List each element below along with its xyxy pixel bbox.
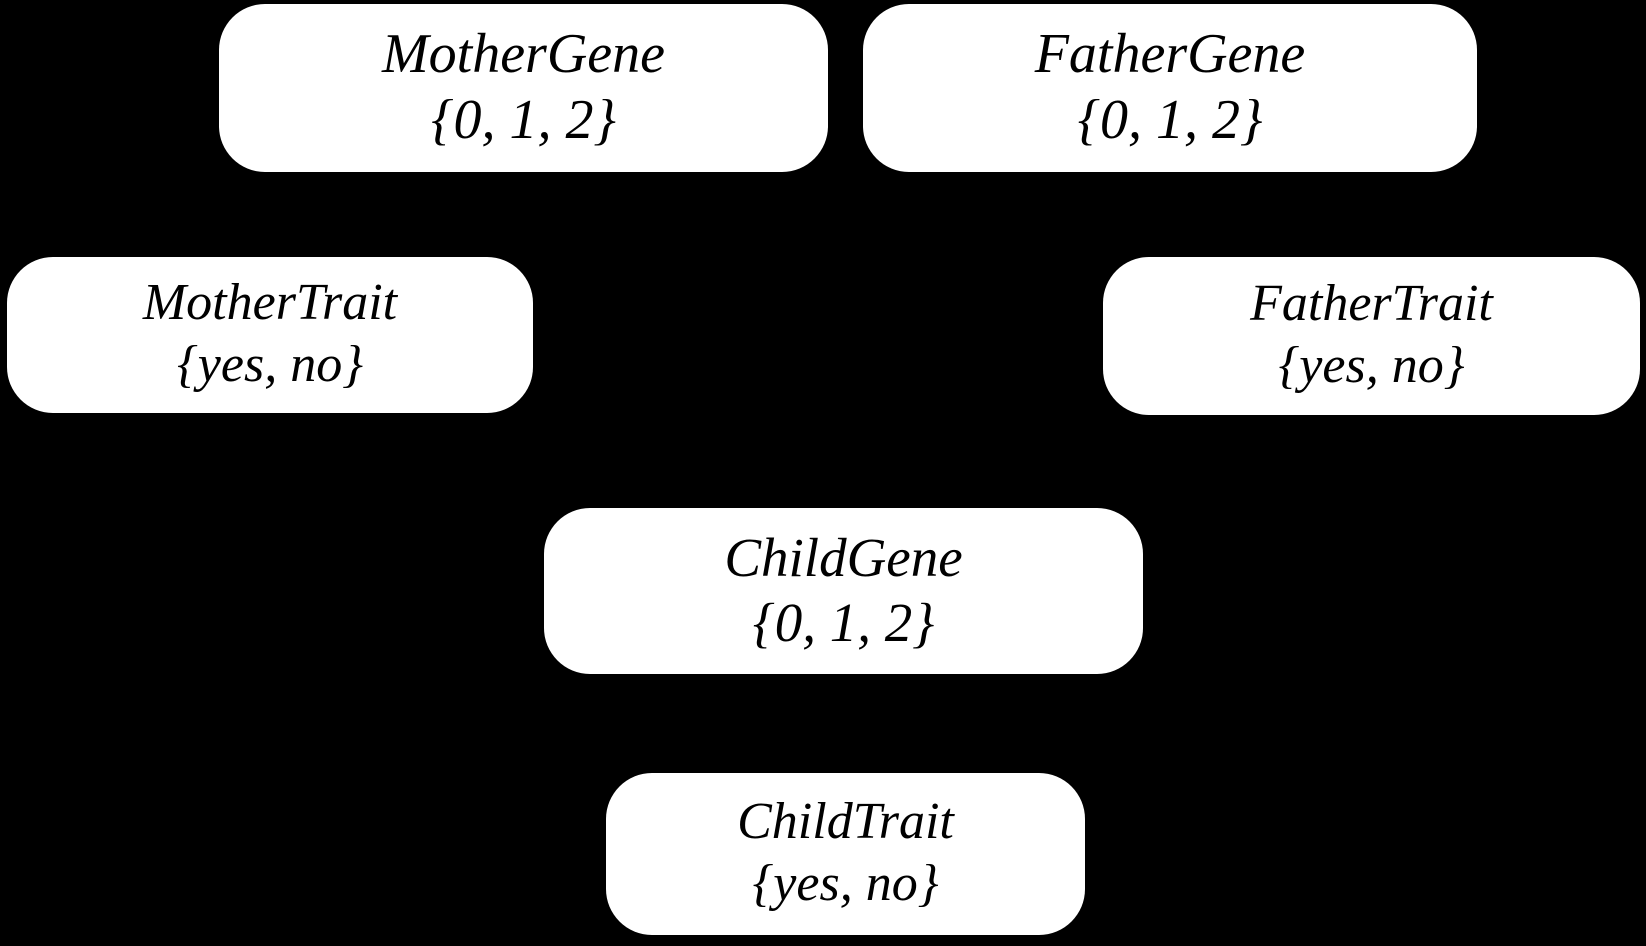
node-child-gene-domain: {0, 1, 2} xyxy=(752,591,935,653)
node-mother-gene[interactable]: MotherGene {0, 1, 2} xyxy=(219,4,828,172)
node-child-trait-domain: {yes, no} xyxy=(752,854,939,912)
node-child-gene[interactable]: ChildGene {0, 1, 2} xyxy=(544,508,1143,674)
node-mother-trait-domain: {yes, no} xyxy=(177,335,363,393)
node-child-gene-title: ChildGene xyxy=(724,526,963,588)
node-child-trait-title: ChildTrait xyxy=(737,792,954,850)
node-mother-gene-title: MotherGene xyxy=(381,22,665,85)
node-mother-trait[interactable]: MotherTrait {yes, no} xyxy=(7,257,533,413)
node-father-trait-title: FatherTrait xyxy=(1250,274,1493,332)
node-mother-gene-domain: {0, 1, 2} xyxy=(431,88,616,151)
node-father-gene-title: FatherGene xyxy=(1034,22,1306,85)
node-father-gene[interactable]: FatherGene {0, 1, 2} xyxy=(863,4,1477,172)
node-child-trait[interactable]: ChildTrait {yes, no} xyxy=(606,773,1085,935)
node-father-trait[interactable]: FatherTrait {yes, no} xyxy=(1103,257,1640,415)
node-father-gene-domain: {0, 1, 2} xyxy=(1077,88,1263,151)
node-father-trait-domain: {yes, no} xyxy=(1278,336,1465,394)
node-mother-trait-title: MotherTrait xyxy=(142,273,398,331)
